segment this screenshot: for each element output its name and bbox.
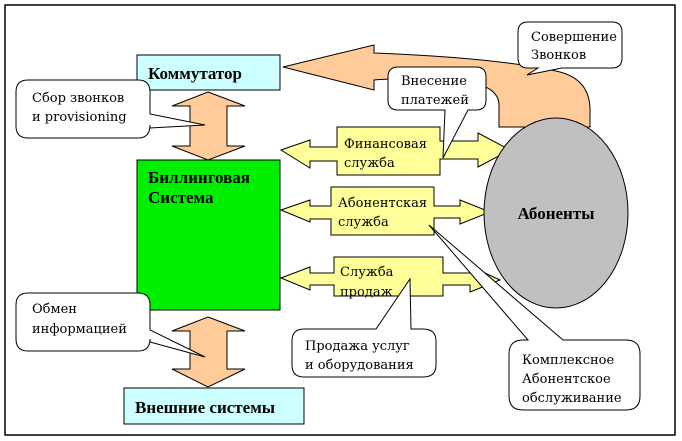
callout-payments-line2: платежей [401, 93, 469, 108]
subscribers-ellipse [483, 117, 629, 309]
callout-calls-making-line2: Звонков [531, 48, 586, 63]
sales-service-line2: продаж [340, 285, 393, 300]
billing-label-line2: Система [148, 188, 214, 207]
callout-collection [15, 79, 206, 139]
callout-payments [387, 66, 487, 159]
subscribers-label: Абоненты [518, 204, 595, 223]
callout-sales-goods [291, 277, 437, 378]
callout-sales-goods-line2: и оборудования [305, 358, 414, 373]
callout-sales-goods-line1: Продажа услуг [305, 339, 410, 354]
callout-complex-service-line3: обслуживание [522, 391, 622, 406]
callout-calls-making [517, 21, 623, 76]
external-systems-box [123, 387, 305, 425]
callout-payments-line1: Внесение [401, 74, 467, 89]
callout-collection-line2: и provisioning [32, 110, 127, 125]
billing-external-arrow [171, 316, 246, 388]
callout-exchange-line1: Обмен [32, 302, 77, 317]
commutator-label: Коммутатор [148, 64, 242, 83]
subscriber-service-line1: Абонентская [338, 196, 427, 211]
commutator-box [136, 54, 281, 91]
sales-service-line1: Служба [340, 265, 394, 280]
financial-service-line1: Финансовая [344, 137, 427, 152]
callout-exchange [15, 292, 206, 358]
callout-complex-service-line2: Абонентское [522, 372, 611, 387]
callout-complex-service-line1: Комплексное [522, 353, 615, 368]
callout-complex-service [428, 224, 641, 411]
financial-service-line2: служба [344, 156, 395, 171]
billing-system-box [136, 159, 281, 311]
external-systems-label: Внешние системы [135, 398, 275, 417]
billing-label-line1: Биллинговая [148, 168, 250, 187]
callout-exchange-line2: информацией [32, 322, 127, 337]
callout-collection-line1: Сбор звонков [32, 91, 124, 106]
callout-calls-making-line1: Совершение [531, 30, 617, 45]
subscriber-service-line2: служба [338, 215, 389, 230]
